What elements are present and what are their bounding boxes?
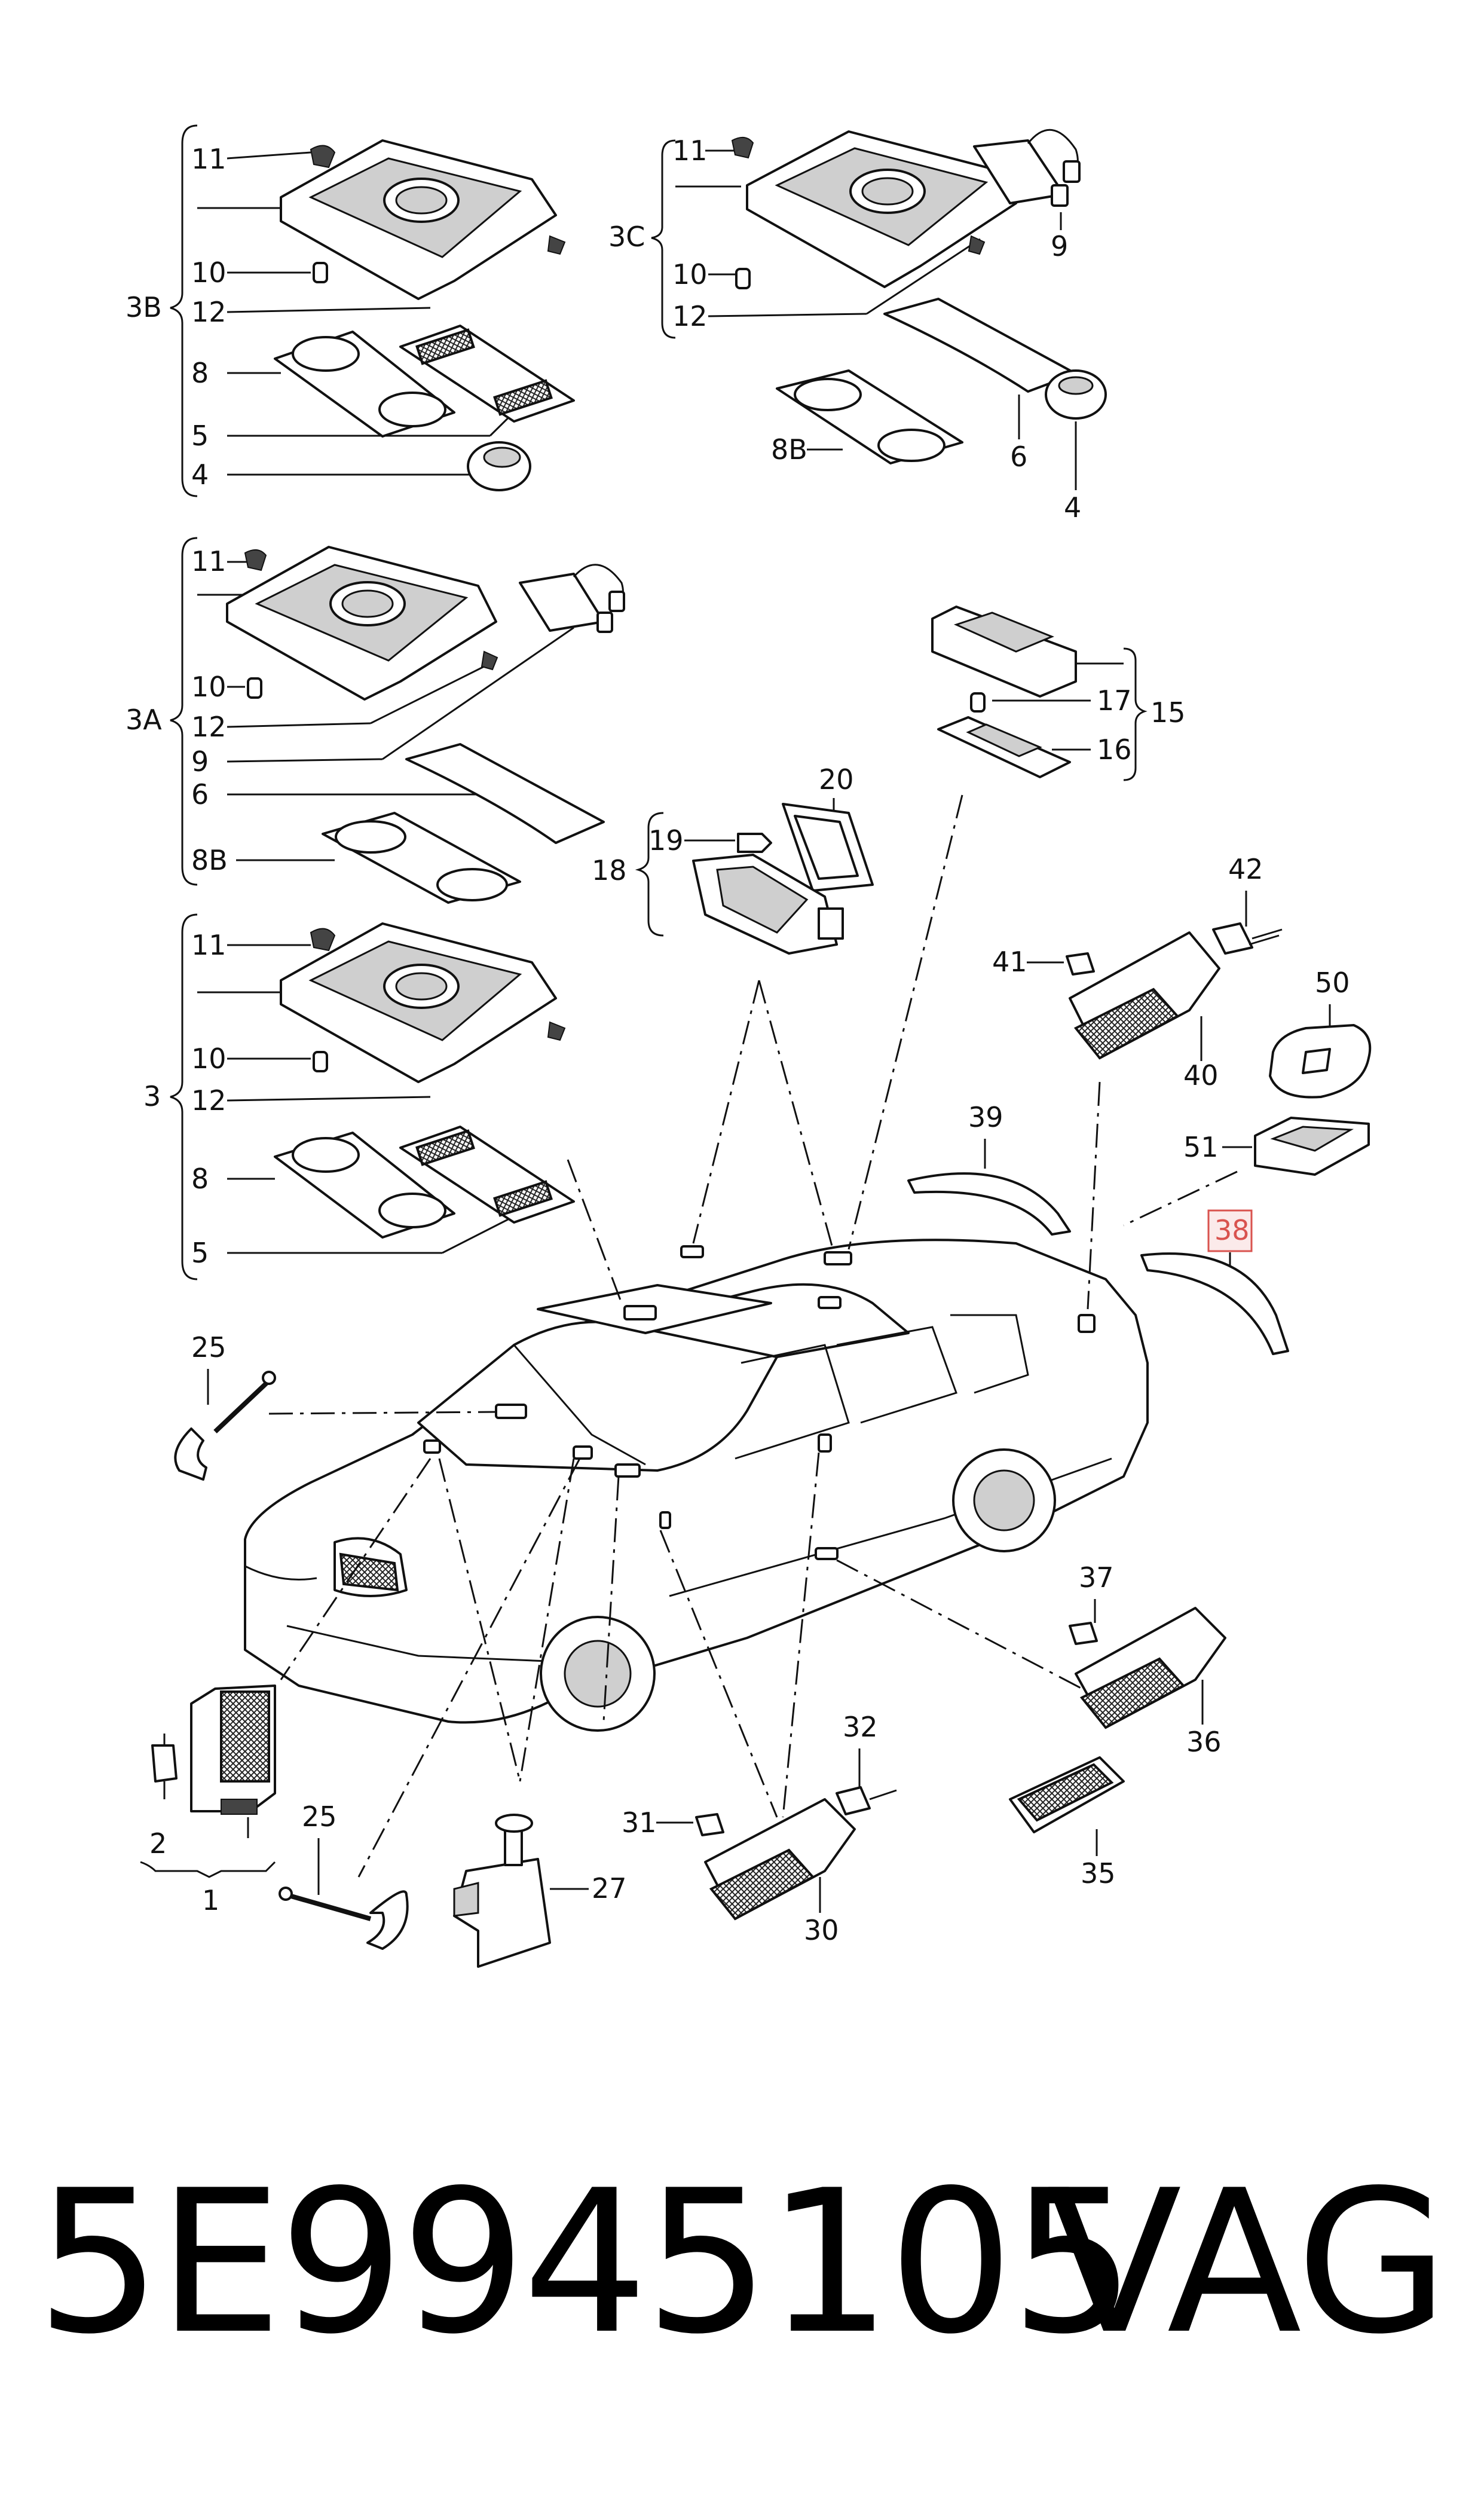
label-3b-11: 11: [191, 143, 227, 175]
group-18: 18 19 20: [592, 763, 874, 955]
group-3a: 3A 11 10 12 9 6 8B: [126, 537, 625, 904]
highlight-38-box: [1207, 1209, 1253, 1252]
label-3c-6: 6: [1010, 441, 1027, 473]
label-3b-12: 12: [191, 296, 227, 328]
label-2: 2: [149, 1827, 167, 1860]
label-18: 18: [592, 854, 627, 886]
label-41: 41: [992, 946, 1027, 978]
car-illustration: [244, 1239, 1149, 1732]
label-3c-4: 4: [1064, 491, 1081, 524]
label-3c-12: 12: [672, 300, 708, 332]
label-20: 20: [819, 763, 854, 796]
label-15: 15: [1151, 696, 1186, 729]
label-3-8: 8: [191, 1163, 209, 1195]
label-3c-10: 10: [672, 258, 708, 291]
label-25-top: 25: [191, 1331, 227, 1364]
group-30: 32 31 30: [622, 1711, 897, 1946]
label-3c: 3C: [608, 221, 645, 253]
label-17: 17: [1097, 684, 1132, 717]
label-3a: 3A: [126, 704, 162, 736]
label-3a-11: 11: [191, 545, 227, 577]
clip-icon: [310, 145, 336, 169]
label-3a-8b: 8B: [191, 844, 228, 876]
label-3-10: 10: [191, 1043, 227, 1075]
label-3a-10: 10: [191, 671, 227, 703]
label-31: 31: [622, 1806, 657, 1839]
group-35-37: 37 36 35: [1009, 1561, 1226, 1890]
label-36: 36: [1186, 1726, 1222, 1758]
label-3a-9: 9: [191, 745, 209, 778]
group-38-39: 39 38: [907, 1101, 1289, 1355]
label-37: 37: [1079, 1561, 1114, 1594]
label-3b-10: 10: [191, 256, 227, 289]
label-3a-12: 12: [191, 711, 227, 743]
group-25-top: 25: [174, 1331, 276, 1481]
group-3b: 3B 11 10 12 8 5 4: [126, 124, 575, 497]
label-3c-11: 11: [672, 134, 708, 167]
label-3c-8b: 8B: [771, 433, 807, 466]
label-50: 50: [1315, 967, 1350, 999]
group-25-bottom: 25: [279, 1800, 409, 1950]
group-50-51: 50 51: [1183, 967, 1372, 1176]
label-19: 19: [648, 824, 684, 857]
group-1: 2 1: [140, 1685, 276, 1916]
label-38: 38: [1214, 1214, 1250, 1246]
label-35: 35: [1081, 1857, 1116, 1890]
label-3-5: 5: [191, 1237, 209, 1269]
label-3b-5: 5: [191, 420, 209, 452]
label-16: 16: [1097, 733, 1132, 766]
label-3: 3: [143, 1080, 161, 1112]
label-25-bottom: 25: [302, 1800, 337, 1833]
parts-diagram: 3B 11 10 12 8 5 4 3C 11: [126, 124, 1372, 1968]
label-3a-6: 6: [191, 778, 209, 811]
label-1: 1: [202, 1884, 219, 1916]
label-30: 30: [804, 1914, 839, 1946]
label-51: 51: [1183, 1131, 1219, 1163]
group-3c: 3C 11 10 12 9 6 8B 4: [608, 129, 1107, 524]
group-15: 17 16 15: [931, 606, 1186, 781]
label-3-12: 12: [191, 1084, 227, 1117]
group-3: 3 11 10 12 8 5: [143, 913, 575, 1280]
label-3b-4: 4: [191, 458, 209, 491]
label-32: 32: [843, 1711, 878, 1743]
brand-name: VAG: [1047, 2148, 1449, 2377]
group-27: 27: [453, 1814, 627, 1968]
label-40: 40: [1183, 1059, 1219, 1092]
label-3b-8: 8: [191, 357, 209, 389]
part-number: 5E9945105: [36, 2148, 1136, 2377]
label-3c-9: 9: [1051, 230, 1068, 262]
label-39: 39: [968, 1101, 1003, 1133]
label-3b: 3B: [126, 291, 162, 323]
label-3-11: 11: [191, 929, 227, 961]
label-42: 42: [1228, 853, 1263, 885]
leader-lines: [268, 794, 1238, 1878]
footer: 5E9945105 VAG: [36, 2148, 1449, 2415]
label-27: 27: [592, 1872, 627, 1904]
group-40: 42 41 40: [992, 853, 1283, 1092]
